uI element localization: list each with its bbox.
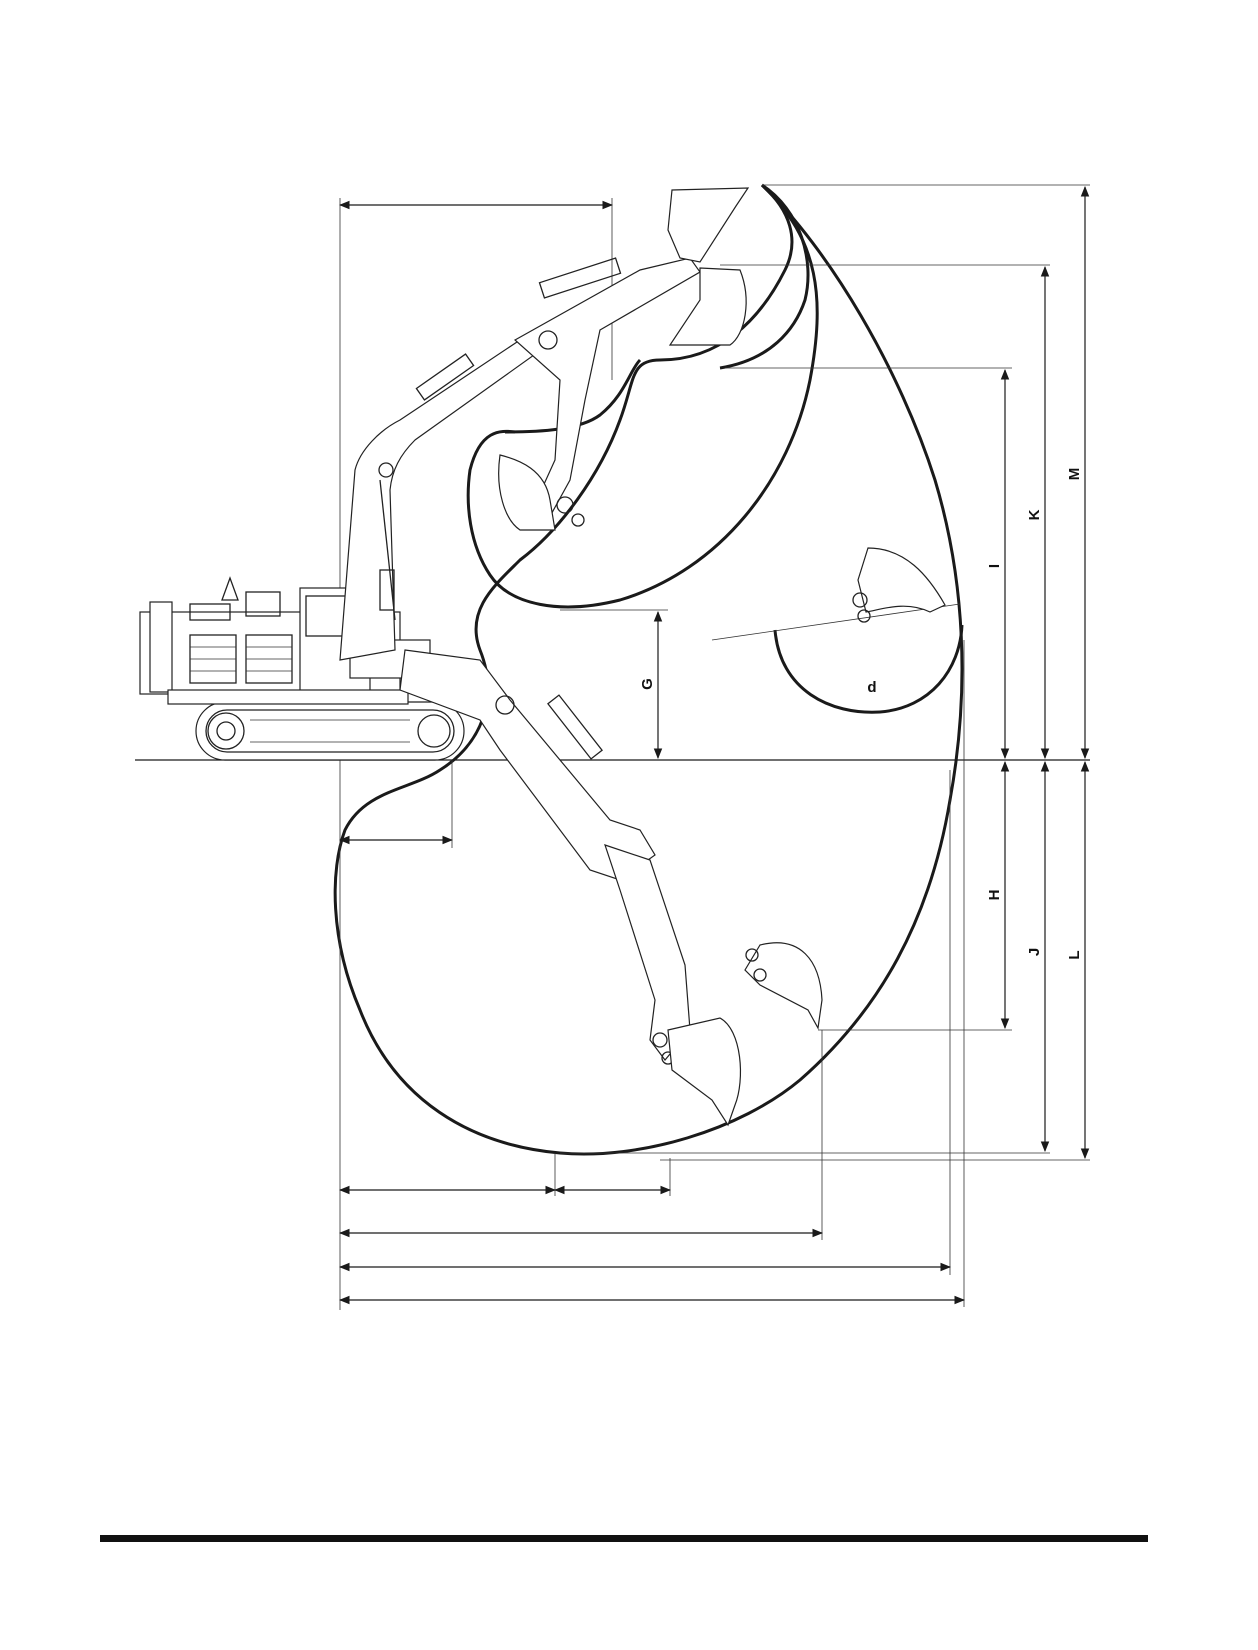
label-i: I [986, 564, 1003, 568]
boom-lower [399, 649, 656, 881]
label-l: L [1066, 950, 1083, 959]
label-g: G [639, 678, 656, 690]
bucket-top [667, 187, 750, 263]
label-k: K [1026, 509, 1043, 520]
working-range-envelope [333, 183, 964, 1156]
bucket-mid [668, 267, 747, 346]
bucket-rotation-ref-line [711, 603, 961, 641]
label-d: d [867, 679, 876, 696]
counterweight [149, 601, 173, 693]
bucket-rotation-arc [773, 624, 964, 714]
bucket-curl [857, 547, 946, 613]
inner-envelope-upper [719, 183, 810, 370]
idler-wheel [207, 712, 245, 750]
inner-envelope-loop [504, 358, 642, 434]
bucket-inner [498, 454, 556, 531]
label-j: J [1026, 948, 1043, 956]
sprocket-wheel [417, 714, 451, 748]
inner-envelope-lower [466, 183, 819, 609]
track-frame [195, 701, 465, 761]
excavator-machine [139, 187, 946, 1127]
bucket-low [667, 1017, 742, 1127]
page-footer-rule [100, 1535, 1148, 1542]
arm-lower [604, 844, 691, 1061]
label-h: H [986, 890, 1003, 901]
arm-upper [513, 257, 701, 521]
bucket-mid-low [744, 942, 823, 1030]
label-m: M [1066, 468, 1083, 481]
